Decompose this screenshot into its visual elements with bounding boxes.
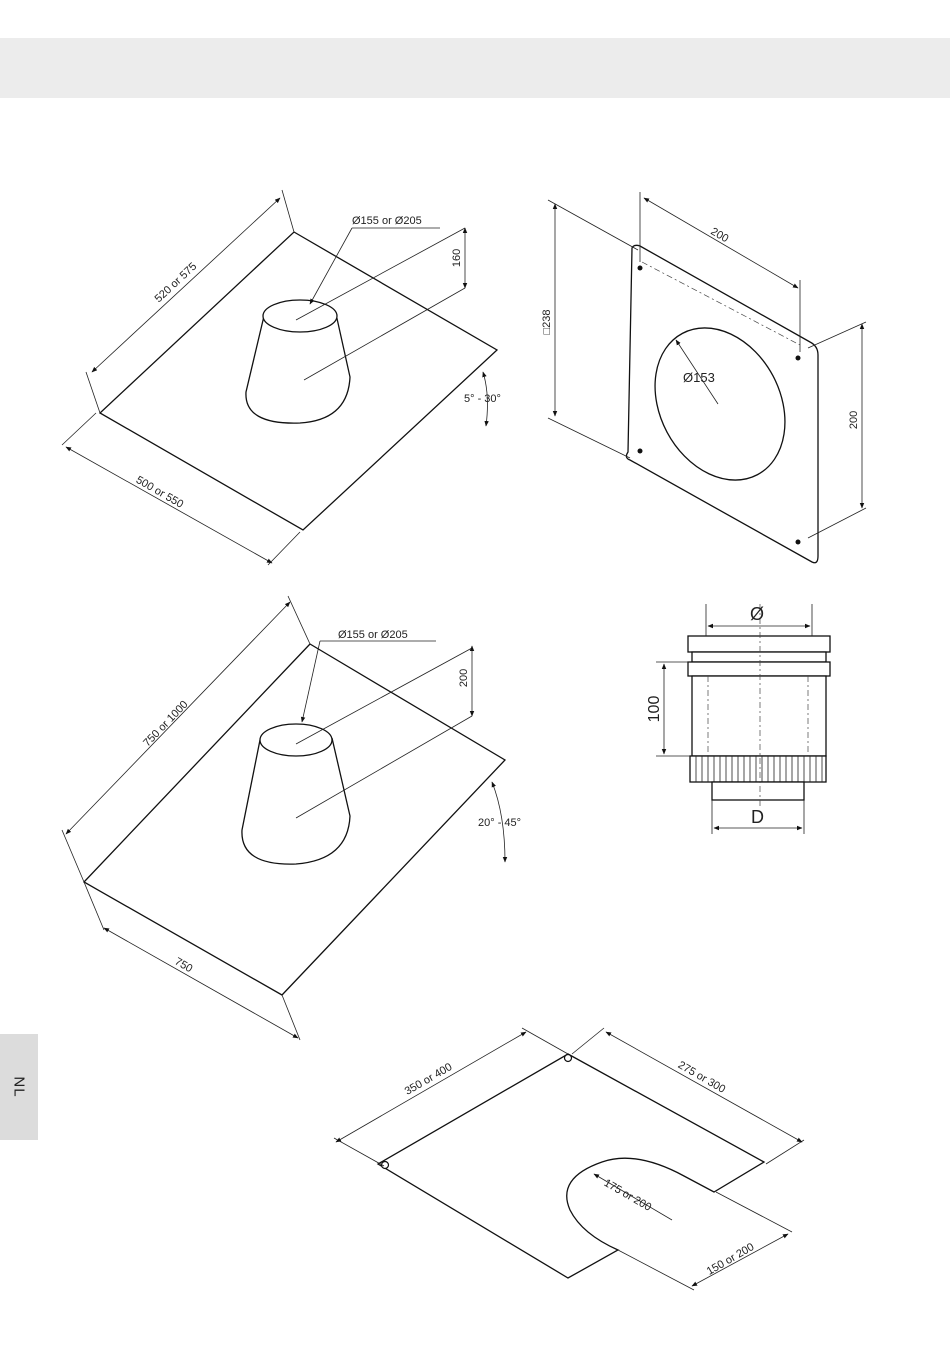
wall-plate-body [626, 245, 818, 562]
flashing-small-width-label: 500 or 550 [134, 474, 186, 511]
flashing-large-length-label: 750 or 1000 [141, 699, 190, 750]
wall-plate: 200 200 □238 Ø153 [541, 192, 866, 563]
flashing-large-cone-top [260, 724, 332, 756]
flashing-large-angle-label: 20° - 45° [478, 817, 521, 829]
flashing-large-diameter-label: Ø155 or Ø205 [338, 629, 408, 641]
adapter-body [692, 676, 826, 756]
flashing-small-cone-top [263, 300, 337, 332]
flashing-small-angle-label: 5° - 30° [464, 393, 501, 405]
base-plate-width-label: 275 or 300 [676, 1059, 728, 1096]
adapter-crimp [690, 756, 826, 782]
flashing-large-height-label: 200 [458, 669, 470, 687]
adapter-rim-1 [688, 636, 830, 652]
base-plate-length-label: 350 or 400 [403, 1061, 455, 1098]
wall-plate-height-label: 200 [848, 411, 860, 429]
base-plate-radius-label: 175 or 200 [602, 1177, 654, 1214]
flashing-small-height-label: 160 [451, 249, 463, 267]
flashing-small: 520 or 575 500 or 550 Ø155 or Ø205 160 5… [62, 190, 501, 565]
flashing-large-plate [84, 644, 505, 995]
adapter: Ø 100 D [646, 604, 830, 834]
base-plate: 350 or 400 275 or 300 175 or 200 150 or … [334, 1028, 804, 1290]
base-plate-body [378, 1054, 764, 1278]
flashing-large: 750 or 1000 750 Ø155 or Ø205 200 20° - 4… [62, 596, 521, 1040]
flashing-large-width-label: 750 [173, 956, 195, 976]
wall-plate-width-label: 200 [709, 226, 731, 246]
flashing-small-diameter-label: Ø155 or Ø205 [352, 215, 422, 227]
adapter-top-label: Ø [750, 604, 764, 624]
flashing-small-length-label: 520 or 575 [153, 260, 200, 305]
wall-plate-diameter-label: Ø153 [683, 370, 715, 385]
wall-plate-square-label: □238 [541, 310, 553, 335]
adapter-bottom-label: D [751, 807, 764, 827]
base-plate-slot-label: 150 or 200 [705, 1241, 757, 1278]
adapter-spigot [712, 782, 804, 800]
adapter-height-label: 100 [646, 696, 663, 723]
